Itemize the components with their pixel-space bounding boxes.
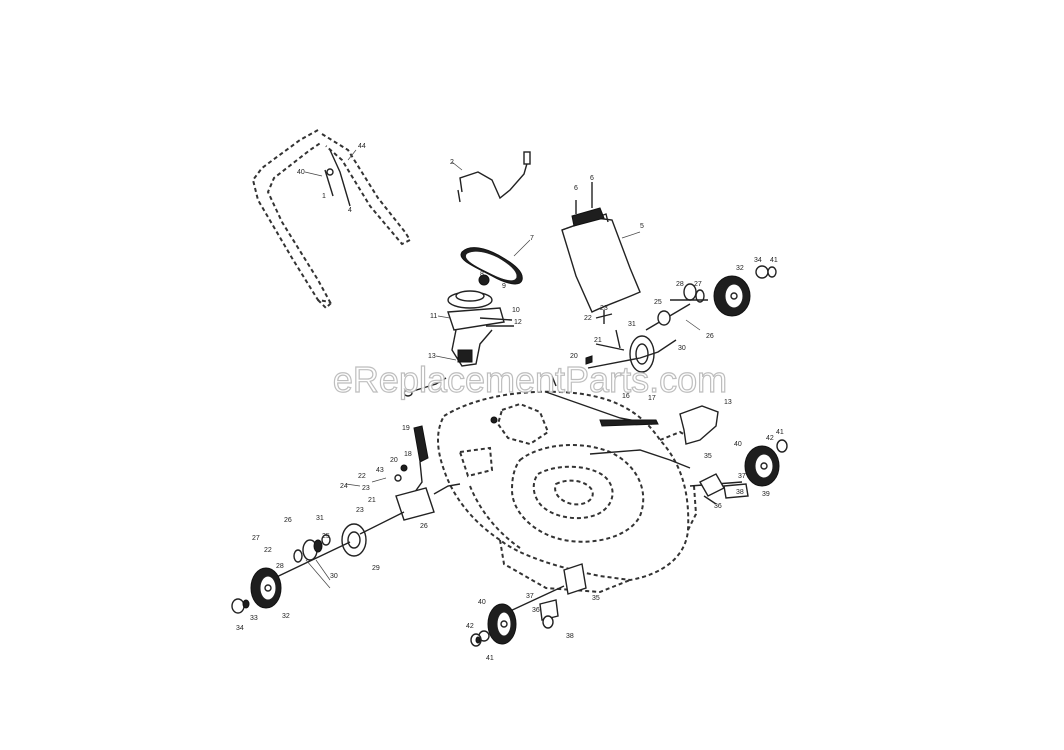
part-label: 33 bbox=[250, 615, 258, 622]
part-label: 13 bbox=[724, 399, 732, 406]
part-label: 44 bbox=[358, 143, 366, 150]
discharge-chute bbox=[561, 182, 641, 313]
part-label: 18 bbox=[404, 451, 412, 458]
part-label: 5 bbox=[640, 223, 644, 230]
part-label: 13 bbox=[428, 353, 436, 360]
part-label: 6 bbox=[574, 185, 578, 192]
part-label: 37 bbox=[738, 473, 746, 480]
control-cable bbox=[451, 151, 531, 203]
part-label: 32 bbox=[282, 613, 290, 620]
height-adjust-lever bbox=[345, 425, 461, 521]
front-wheel bbox=[470, 563, 587, 647]
part-label: 35 bbox=[704, 453, 712, 460]
part-label: 8 bbox=[480, 271, 484, 278]
part-label: 23 bbox=[356, 507, 364, 514]
part-label: 12 bbox=[514, 319, 522, 326]
part-label: 23 bbox=[600, 305, 608, 312]
part-label: 34 bbox=[236, 625, 244, 632]
part-label: 28 bbox=[276, 563, 284, 570]
part-label: 22 bbox=[584, 315, 592, 322]
mower-deck bbox=[437, 390, 698, 594]
part-label: 31 bbox=[316, 515, 324, 522]
part-label: 7 bbox=[530, 235, 534, 242]
part-label: 28 bbox=[676, 281, 684, 288]
right-wheel bbox=[689, 439, 788, 505]
part-label: 27 bbox=[694, 281, 702, 288]
part-label: 25 bbox=[654, 299, 662, 306]
part-label: 26 bbox=[420, 523, 428, 530]
part-label: 34 bbox=[754, 257, 762, 264]
part-label: 9 bbox=[502, 283, 506, 290]
part-label: 19 bbox=[402, 425, 410, 432]
rear-axle-right bbox=[585, 265, 777, 373]
part-label: 24 bbox=[340, 483, 348, 490]
part-label: 38 bbox=[566, 633, 574, 640]
part-label: 41 bbox=[776, 429, 784, 436]
part-label: 43 bbox=[376, 467, 384, 474]
part-label: 42 bbox=[766, 435, 774, 442]
part-label: 41 bbox=[486, 655, 494, 662]
part-label: 29 bbox=[372, 565, 380, 572]
part-label: 30 bbox=[330, 573, 338, 580]
part-label: 21 bbox=[594, 337, 602, 344]
part-label: 10 bbox=[512, 307, 520, 314]
part-label: 39 bbox=[762, 491, 770, 498]
part-label: 27 bbox=[252, 535, 260, 542]
part-label: 22 bbox=[264, 547, 272, 554]
part-label: 6 bbox=[590, 175, 594, 182]
part-label: 4 bbox=[348, 207, 352, 214]
part-label: 40 bbox=[734, 441, 742, 448]
part-label: 35 bbox=[592, 595, 600, 602]
part-label: 28 bbox=[716, 285, 724, 292]
part-label: 26 bbox=[706, 333, 714, 340]
part-label: 11 bbox=[430, 313, 437, 320]
linkage-rods bbox=[545, 375, 719, 469]
drive-belt bbox=[460, 239, 531, 285]
part-label: 1 bbox=[322, 193, 326, 200]
left-rear-wheel bbox=[231, 511, 405, 614]
part-label: 16 bbox=[622, 393, 630, 400]
handle-assembly bbox=[251, 129, 412, 310]
part-label: 40 bbox=[297, 169, 305, 176]
part-label: 36 bbox=[714, 503, 722, 510]
part-number-labels: 44 40 1 4 2 7 8 9 11 10 12 13 6 6 5 32 3… bbox=[236, 143, 784, 662]
part-label: 31 bbox=[628, 321, 636, 328]
pulley-transmission bbox=[403, 274, 514, 397]
part-label: 40 bbox=[478, 599, 486, 606]
part-label: 32 bbox=[736, 265, 744, 272]
part-label: 20 bbox=[390, 457, 398, 464]
watermark-text: eReplacementParts.com bbox=[333, 359, 727, 400]
part-label: 2 bbox=[450, 159, 454, 166]
part-label: 36 bbox=[532, 607, 540, 614]
part-label: 20 bbox=[570, 353, 578, 360]
part-label: 23 bbox=[362, 485, 370, 492]
part-label: 30 bbox=[678, 345, 686, 352]
part-label: 17 bbox=[648, 395, 656, 402]
part-label: 37 bbox=[526, 593, 534, 600]
part-label: 41 bbox=[770, 257, 778, 264]
part-label: 38 bbox=[736, 489, 744, 496]
part-label: 26 bbox=[284, 517, 292, 524]
part-label: 42 bbox=[466, 623, 474, 630]
part-label: 25 bbox=[322, 533, 330, 540]
part-label: 22 bbox=[358, 473, 366, 480]
part-label: 21 bbox=[368, 497, 376, 504]
